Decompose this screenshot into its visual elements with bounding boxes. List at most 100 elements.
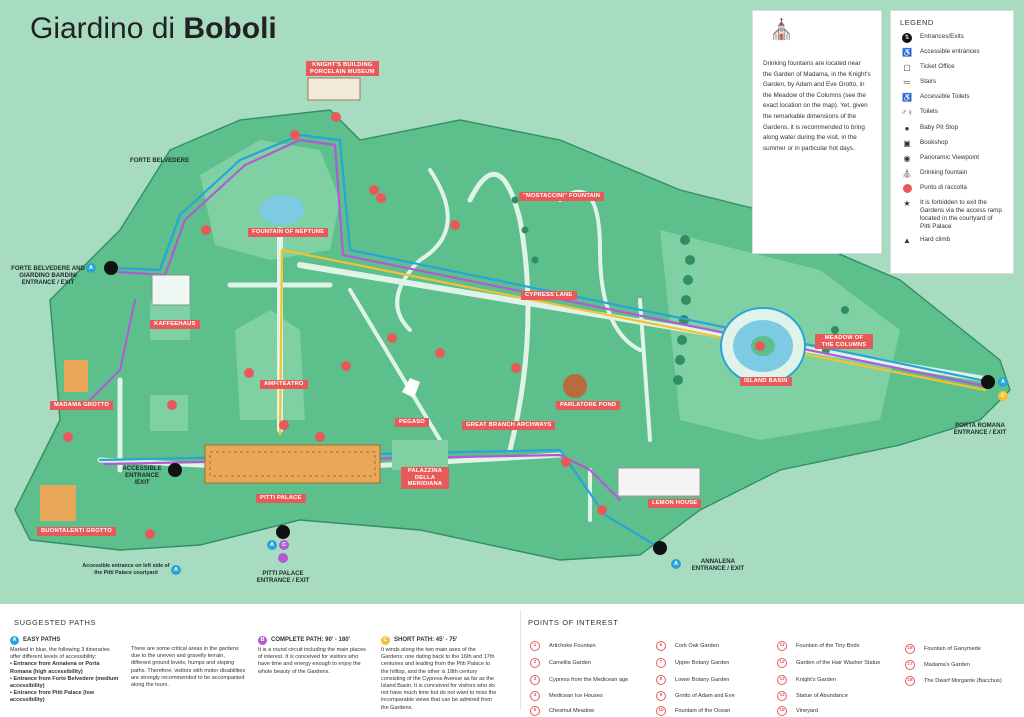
meeting-point-icon: [900, 184, 914, 194]
route-badge-a: A: [270, 542, 274, 548]
route-badge-b: B: [258, 636, 267, 645]
label-pitti-palace[interactable]: PITTI PALACE: [256, 494, 306, 503]
parlatore-pond: [563, 374, 587, 398]
legend-item: ▣Bookshop: [900, 139, 1004, 149]
label-porta-romana-entrance: PORTA ROMANA ENTRANCE / EXIT: [953, 422, 1007, 436]
madama-grotto: [64, 360, 88, 392]
label-mostaccini[interactable]: "MOSTACCINI" FOUNTAIN: [519, 192, 605, 201]
label-forte-belvedere: FORTE BELVEDERE: [130, 157, 190, 164]
legend-item: ⇅Entrances/Exits: [900, 33, 1004, 43]
label-fountain-neptune[interactable]: FOUNTAIN OF NEPTUNE: [248, 228, 329, 237]
suggested-paths-title: SUGGESTED PATHS: [14, 618, 97, 627]
label-palazzina-meridiana[interactable]: PALAZZINA DELLA MERIDIANA: [401, 467, 449, 489]
title-bold: Boboli: [183, 12, 277, 45]
route-badge-a: A: [1001, 379, 1005, 385]
blue-route: [113, 133, 992, 384]
legend-item: ●Baby Pit Stop: [900, 124, 1004, 134]
label-annalena-entrance: ANNALENA ENTRANCE / EXIT: [691, 558, 745, 572]
legend-item: ◉Panoramic Viewpoint: [900, 154, 1004, 164]
label-pegaso[interactable]: PEGASO: [395, 418, 430, 427]
legend-panel: LEGEND ⇅Entrances/Exits ♿Accessible entr…: [890, 10, 1014, 274]
route-badge-c: C: [381, 636, 390, 645]
knights-building: [307, 77, 361, 101]
legend-title: LEGEND: [900, 18, 934, 27]
route-badge-c: C: [282, 542, 286, 548]
pegaso-statue: [402, 378, 420, 398]
palazzina-meridiana: [392, 440, 448, 470]
label-lemon-house[interactable]: LEMON HOUSE: [648, 499, 702, 508]
drinking-fountain-info: ⛪ Drinking fountains are located near th…: [752, 10, 882, 254]
label-parlatore-pond[interactable]: PARLATORE POND: [556, 401, 621, 410]
label-buontalenti-grotto[interactable]: BUONTALENTI GROTTO: [37, 527, 117, 536]
panel-divider: [520, 610, 521, 710]
accessible-entrance-icon: ♿: [902, 48, 912, 58]
legend-item: ⛪Drinking fountain: [900, 169, 1004, 179]
lemon-house: [617, 467, 701, 497]
label-great-branch[interactable]: GREAT BRANCH ARCHWAYS: [462, 421, 556, 430]
legend-item: ≔Stairs: [900, 78, 1004, 88]
legend-item: ♿Accessible entrances: [900, 48, 1004, 58]
drinking-fountain-icon: ⛪: [769, 19, 794, 41]
entrance-exit-icon: ⇅: [900, 33, 914, 43]
kaffeehaus: [151, 274, 191, 306]
panoramic-viewpoint-icon: ◉: [903, 153, 911, 163]
label-pitti-entrance: PITTI PALACE ENTRANCE / EXIT: [256, 570, 310, 584]
route-badge-c: C: [1001, 393, 1005, 399]
neptune-basin: [260, 195, 304, 225]
legend-item: ♂♀Toilets: [901, 108, 938, 118]
pitti-palace: [204, 444, 381, 484]
label-cypress-lane[interactable]: CYPRESS LANE: [521, 291, 577, 300]
map-title: Giardino di Boboli: [30, 12, 277, 46]
label-forte-entrance: FORTE BELVEDERE AND GIARDINO BARDINI ENT…: [11, 265, 85, 286]
drinking-fountain-icon: ⛪: [902, 168, 912, 178]
pitti-palace-windows: [209, 451, 376, 477]
poi-pins: [63, 112, 765, 539]
label-kaffeehaus[interactable]: KAFFEEHAUS: [150, 320, 200, 329]
star-icon: ★: [903, 199, 911, 209]
accessible-toilet-icon: ♿: [902, 93, 912, 103]
label-amfiteatro[interactable]: AMFITEATRO: [260, 380, 308, 389]
baby-pit-stop-icon: ●: [904, 123, 910, 133]
legend-item: ★It is forbidden to exit the Gardens via…: [900, 199, 1004, 231]
buontalenti-grotto: [40, 485, 76, 521]
label-accessible-entrance: ACCESSIBLE ENTRANCE /EXIT: [122, 465, 162, 486]
label-island-basin[interactable]: ISLAND BASIN: [740, 377, 792, 386]
label-madama-grotto[interactable]: MADAMA GROTTO: [50, 401, 114, 410]
toilets-icon: ♂♀: [901, 108, 913, 118]
legend-item: ▲Hard climb: [900, 236, 1004, 246]
route-badge-a: A: [10, 636, 19, 645]
legend-item: Punto di raccolta: [900, 184, 1004, 194]
purple-route-left: [89, 299, 136, 401]
label-meadow-columns[interactable]: MEADOW OF THE COLUMNS: [815, 334, 873, 350]
ticket-office-icon: ▢: [903, 63, 911, 73]
legend-item: ♿Accessible Toilets: [900, 93, 1004, 103]
entrance-markers: [104, 261, 995, 555]
route-badge-a: A: [174, 567, 178, 573]
route-badge-a: A: [89, 265, 93, 271]
amphitheatre-area: [235, 310, 305, 420]
hard-climb-icon: ▲: [903, 236, 911, 246]
route-badge-a: A: [674, 561, 678, 567]
